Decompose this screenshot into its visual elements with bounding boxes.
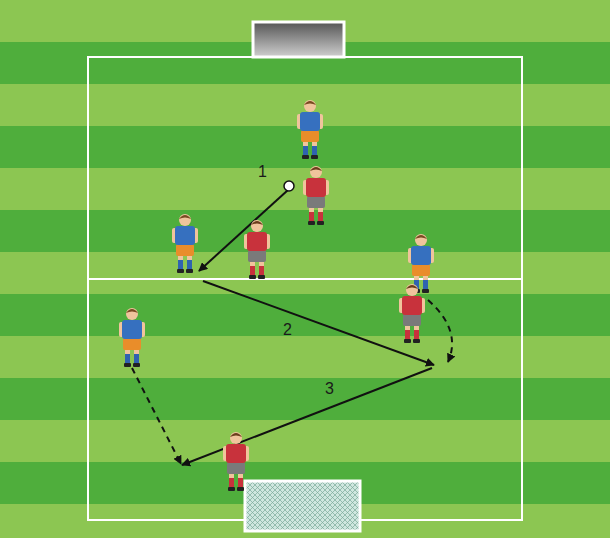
callout-number: 3 bbox=[325, 381, 334, 397]
callout-number: 1 bbox=[258, 164, 267, 180]
callout-number: 2 bbox=[283, 322, 292, 338]
